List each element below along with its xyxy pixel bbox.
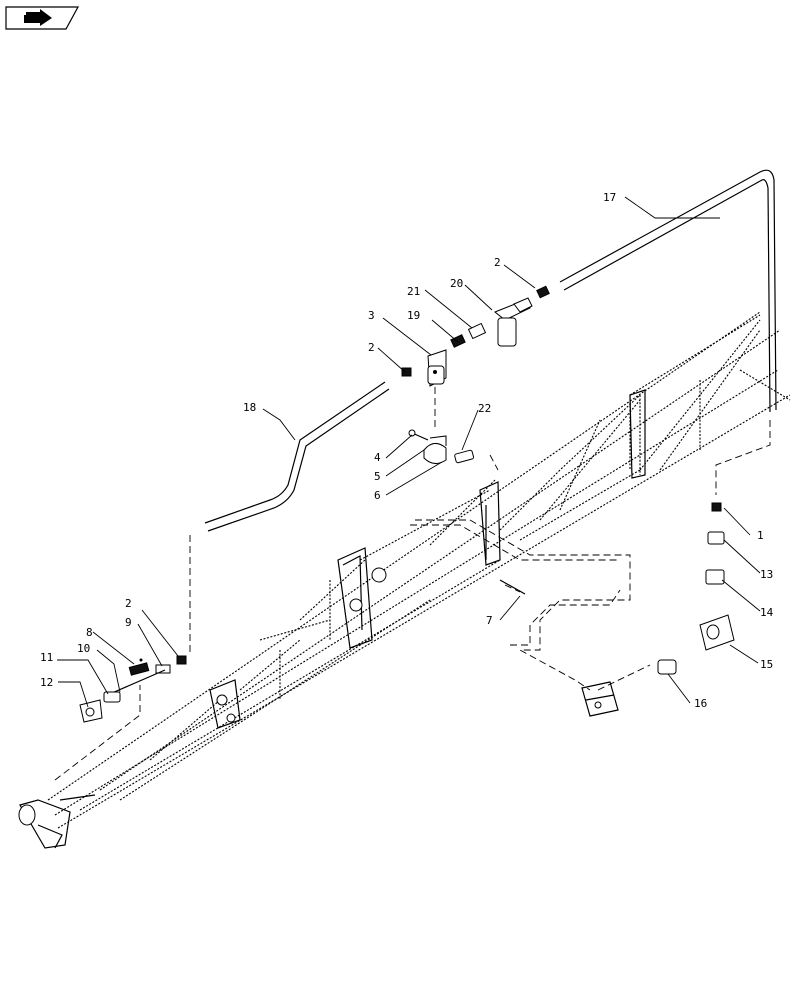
callout-3: 3 (368, 309, 375, 322)
callout-12: 12 (40, 676, 53, 689)
nozzle-12 (79, 699, 103, 723)
callout-10: 10 (77, 642, 90, 655)
callout-13: 13 (760, 568, 773, 581)
callout-15: 15 (760, 658, 773, 671)
leader-lines (57, 196, 761, 708)
fitting-14 (705, 569, 725, 585)
spacer-22 (454, 449, 475, 464)
fitting-2-top (536, 285, 550, 299)
callout-1: 1 (757, 529, 764, 542)
nav-tag[interactable] (5, 6, 80, 30)
fitting-1 (711, 502, 722, 512)
fitting-21 (467, 322, 487, 340)
fitting-2-low (176, 655, 187, 665)
boom-truss (47, 311, 791, 829)
fitting-19 (450, 334, 466, 348)
callout-7: 7 (486, 614, 493, 627)
callout-2-low: 2 (125, 597, 132, 610)
callout-9: 9 (125, 616, 132, 629)
callout-6: 6 (374, 489, 381, 502)
fitting-13 (707, 531, 725, 545)
bolt-4 (408, 429, 429, 441)
arrow-tag-icon (24, 9, 52, 26)
callout-labels: 17 2 20 21 19 3 2 18 22 4 5 6 1 13 14 7 … (40, 191, 774, 710)
clamp-5 (423, 435, 447, 464)
callout-19: 19 (407, 309, 420, 322)
callout-22: 22 (478, 402, 491, 415)
callout-18: 18 (243, 401, 256, 414)
boom-tip (18, 794, 96, 849)
hose-17 (559, 169, 777, 413)
strainer-20 (494, 297, 533, 347)
body-11 (103, 691, 121, 703)
callout-21: 21 (407, 285, 420, 298)
callout-4: 4 (374, 451, 381, 464)
valve-body-3 (427, 349, 447, 387)
callout-17: 17 (603, 191, 616, 204)
clip-8 (128, 658, 150, 676)
hose-coupler (581, 681, 619, 717)
callout-14: 14 (760, 606, 774, 619)
fitting-16 (657, 659, 677, 675)
callout-11: 11 (40, 651, 53, 664)
callout-20: 20 (450, 277, 463, 290)
callout-2-top: 2 (494, 256, 501, 269)
bolt-7 (499, 579, 526, 595)
callout-8: 8 (86, 626, 93, 639)
callout-5: 5 (374, 470, 381, 483)
tee-15 (699, 614, 735, 651)
pipe-9 (155, 664, 171, 674)
fitting-2-mid (401, 367, 412, 377)
plumbing-route (54, 304, 771, 781)
callout-2-mid: 2 (368, 341, 375, 354)
callout-16: 16 (694, 697, 707, 710)
tube-10 (111, 669, 166, 694)
boom-brackets (209, 389, 646, 729)
hose-18 (204, 381, 390, 532)
